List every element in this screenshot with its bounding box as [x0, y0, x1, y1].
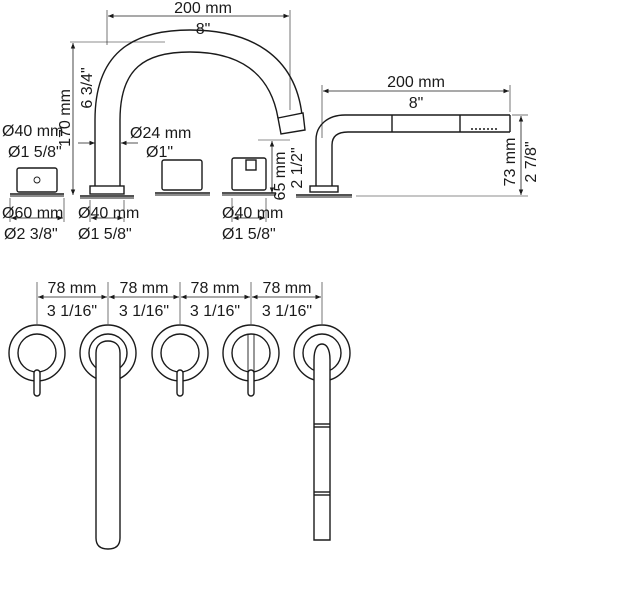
- base-mid-mm: Ø40 mm: [78, 205, 139, 222]
- handle-plan-3: [151, 324, 209, 397]
- handle-plan-1: [8, 324, 66, 397]
- hand-shower-width-mm: 200 mm: [387, 74, 445, 91]
- spacing-3-mm: 78 mm: [191, 280, 240, 297]
- dim-spout-tube: Ø24 mm Ø1": [78, 125, 191, 161]
- dim-bases: Ø60 mm Ø2 3/8" Ø40 mm Ø1 5/8" Ø40 mm Ø1 …: [2, 198, 283, 243]
- spacing-1-in: 3 1/16": [47, 303, 97, 320]
- spacing-4-mm: 78 mm: [263, 280, 312, 297]
- spout-width-in: 8": [196, 21, 211, 38]
- spout-plan: [79, 324, 137, 550]
- base-right-in: Ø1 5/8": [222, 226, 276, 243]
- spout-tube-in: Ø1": [146, 144, 173, 161]
- plan-view: 78 mm 3 1/16" 78 mm 3 1/16" 78 mm 3 1/16…: [8, 280, 351, 550]
- spout-height-mm: 170 mm: [57, 89, 74, 147]
- base-right-mm: Ø40 mm: [222, 205, 283, 222]
- hand-shower-height-mm: 73 mm: [502, 138, 519, 187]
- spacing-1-mm: 78 mm: [48, 280, 97, 297]
- hand-shower-elevation: [296, 114, 511, 198]
- spout-elevation: [80, 29, 306, 199]
- valve-height-mm: 65 mm: [272, 152, 289, 201]
- left-handle-mm: Ø40 mm: [2, 123, 63, 140]
- spacing-4-in: 3 1/16": [262, 303, 312, 320]
- dim-hand-shower-height: 73 mm 2 7/8": [356, 114, 540, 197]
- base-mid-in: Ø1 5/8": [78, 226, 132, 243]
- spacing-2-mm: 78 mm: [120, 280, 169, 297]
- middle-handle-elevation: [155, 159, 210, 196]
- left-handle-in: Ø1 5/8": [8, 144, 62, 161]
- valve-height-in: 2 1/2": [289, 147, 306, 188]
- diverter-plan: [222, 324, 280, 397]
- base-large-mm: Ø60 mm: [2, 205, 63, 222]
- spacing-2-in: 3 1/16": [119, 303, 169, 320]
- dim-left-handle: Ø40 mm Ø1 5/8": [2, 123, 63, 161]
- elevation-view: 200 mm 8" 170 mm 6 3/4" Ø40 mm Ø1 5/8" Ø…: [2, 0, 540, 243]
- diverter-valve-elevation: [222, 157, 276, 196]
- base-large-in: Ø2 3/8": [4, 226, 58, 243]
- dim-valve-height: 65 mm 2 1/2": [258, 139, 306, 201]
- hand-shower-height-in: 2 7/8": [523, 141, 540, 182]
- dim-hand-shower-width: 200 mm 8": [321, 74, 511, 138]
- dim-spout-height: 170 mm 6 3/4": [57, 41, 165, 195]
- spacing-3-in: 3 1/16": [190, 303, 240, 320]
- dim-spout-width: 200 mm 8": [106, 0, 291, 110]
- spout-height-in: 6 3/4": [79, 67, 96, 108]
- left-handle-elevation: [10, 167, 64, 197]
- spout-width-mm: 200 mm: [174, 0, 232, 17]
- spout-tube-mm: Ø24 mm: [130, 125, 191, 142]
- hand-shower-plan: [293, 324, 351, 541]
- hand-shower-width-in: 8": [409, 95, 424, 112]
- dim-plan-spacing: 78 mm 3 1/16" 78 mm 3 1/16" 78 mm 3 1/16…: [36, 280, 323, 324]
